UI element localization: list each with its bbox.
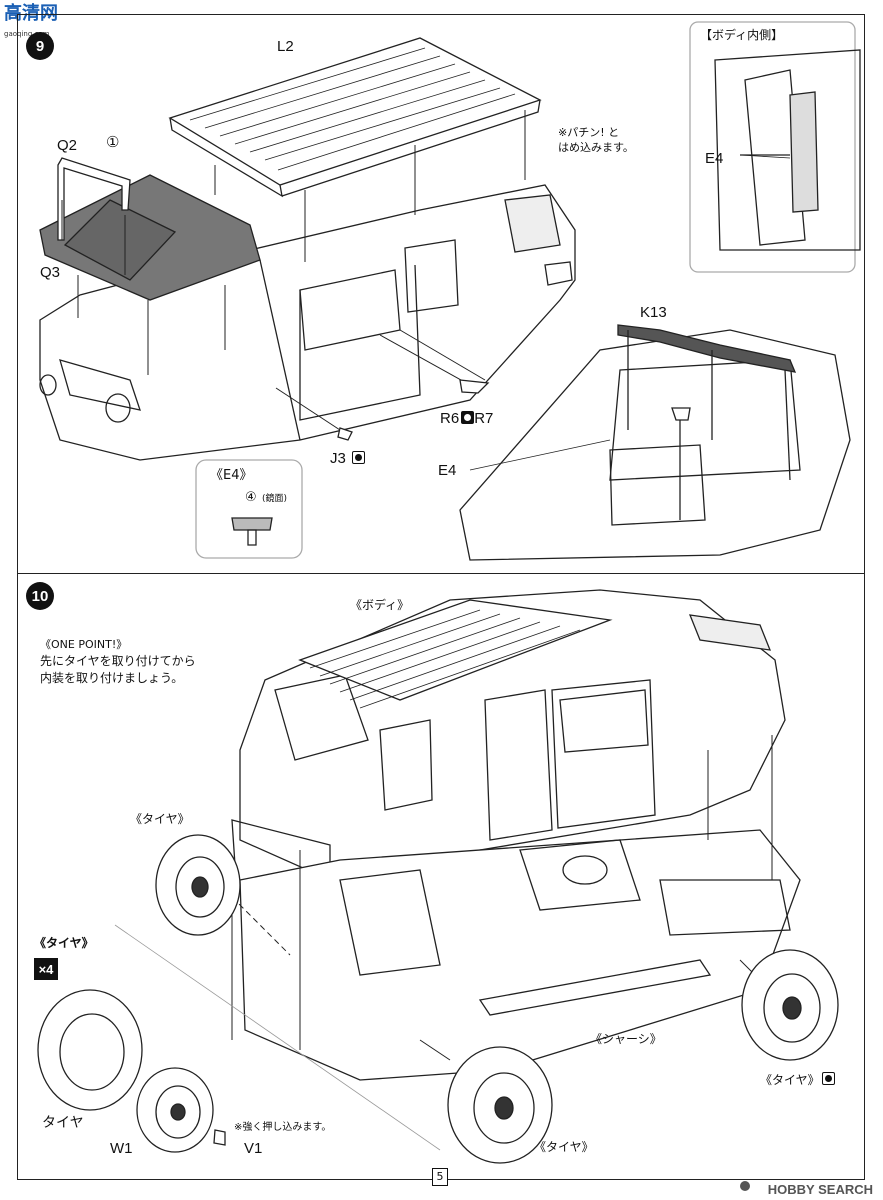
- label-e4-interior: E4: [438, 462, 457, 479]
- tire-section-title: 《タイヤ》: [34, 936, 94, 950]
- inset-e4-title: 《E4》: [210, 468, 253, 483]
- label-w1: W1: [110, 1140, 133, 1157]
- label-tire: タイヤ: [42, 1114, 84, 1130]
- page-number: 5: [432, 1168, 448, 1186]
- chassis: [239, 829, 801, 1081]
- one-point-title: 《ONE POINT!》: [40, 638, 128, 651]
- inset-title-body-inside: 【ボディ内側】: [700, 28, 784, 42]
- label-tire-right: 《タイヤ》: [760, 1072, 835, 1088]
- step-divider: [17, 573, 865, 574]
- label-body: 《ボディ》: [350, 598, 410, 612]
- push-note: ※強く押し込みます。: [234, 1122, 332, 1133]
- label-q3: Q3: [40, 264, 61, 281]
- step-9-badge: 9: [26, 32, 54, 60]
- tire-right: [741, 949, 839, 1061]
- label-l2: L2: [277, 38, 294, 55]
- step-10-badge: 10: [26, 582, 54, 610]
- label-k13: K13: [640, 304, 667, 321]
- tire-bottom: [447, 1046, 553, 1164]
- body-shell: [39, 184, 576, 461]
- mark-j3: [352, 451, 366, 464]
- mark-tire-right: [821, 1072, 835, 1085]
- one-point-line1: 先にタイヤを取り付けてから: [40, 654, 196, 668]
- roof-panel-l2: [168, 37, 542, 186]
- inset-e4-part-number: ④: [245, 490, 257, 505]
- tire-left-top: [155, 834, 241, 936]
- label-v1: V1: [244, 1140, 263, 1157]
- interior-tub: [459, 329, 851, 561]
- label-e4-inset: E4: [705, 150, 724, 167]
- one-point-note: 《ONE POINT!》 先にタイヤを取り付けてから 内装を取り付けましょう。: [40, 636, 196, 687]
- label-tire-upper-left: 《タイヤ》: [130, 812, 190, 826]
- inset-e4-mirror-note: (鏡面): [262, 494, 288, 504]
- label-j3: J3: [330, 450, 366, 467]
- tire-detail: [37, 989, 226, 1153]
- quantity-badge: ×4: [34, 958, 58, 980]
- dash-k13: [617, 324, 797, 373]
- part-q2: [57, 157, 131, 241]
- one-point-line2: 内装を取り付けましょう。: [40, 671, 184, 685]
- mark-r6: [461, 411, 475, 424]
- label-tire-bottom: 《タイヤ》: [534, 1140, 594, 1154]
- label-part-1: ①: [106, 134, 120, 151]
- hobby-search-watermark: HOBBY SEARCH: [767, 1182, 873, 1197]
- label-chassis: 《シャーシ》: [590, 1032, 662, 1046]
- snap-note: ※パチン! と はめ込みます。: [558, 126, 634, 154]
- label-q2: Q2: [57, 137, 78, 154]
